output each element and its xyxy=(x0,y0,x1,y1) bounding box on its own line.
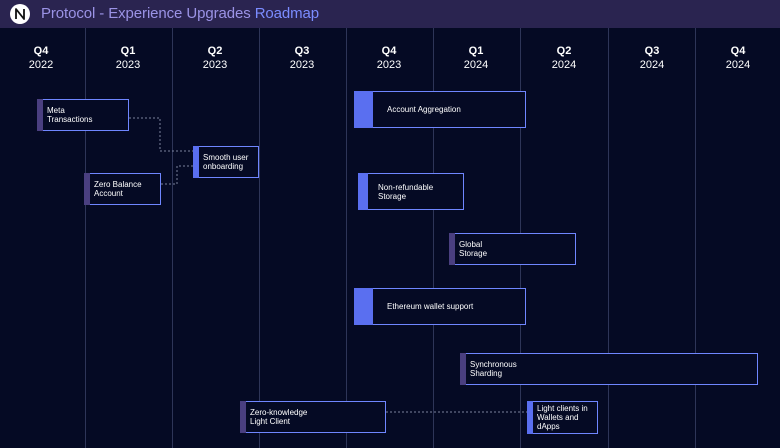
quarter-label: Q4 xyxy=(381,45,397,57)
item-accent-bar xyxy=(460,353,466,385)
item-label: Light clients in Wallets and dApps xyxy=(537,404,588,431)
roadmap-item-smooth-user-onboarding[interactable]: Smooth user onboarding xyxy=(193,146,259,178)
item-label: Account Aggregation xyxy=(387,105,461,114)
quarter-header: Q4 2023 xyxy=(346,44,432,72)
year-label: 2024 xyxy=(725,59,751,71)
quarter-label: Q4 xyxy=(730,45,746,57)
year-label: 2022 xyxy=(28,59,54,71)
page-title: Protocol - Experience Upgrades Roadmap xyxy=(41,5,319,22)
item-accent-bar xyxy=(84,173,90,205)
year-label: 2023 xyxy=(376,59,402,71)
quarter-label: Q1 xyxy=(120,45,136,57)
quarter-header: Q1 2023 xyxy=(85,44,171,72)
year-label: 2023 xyxy=(115,59,141,71)
column-divider xyxy=(346,28,347,448)
quarter-label: Q3 xyxy=(294,45,310,57)
roadmap-item-non-refundable-storage[interactable]: Non-refundable Storage xyxy=(358,173,464,210)
quarter-label: Q2 xyxy=(556,45,572,57)
column-divider xyxy=(172,28,173,448)
roadmap-item-account-aggregation[interactable]: Account Aggregation xyxy=(354,91,526,128)
year-label: 2023 xyxy=(289,59,315,71)
item-label: Smooth user onboarding xyxy=(203,153,249,171)
quarter-label: Q3 xyxy=(644,45,660,57)
title-bar: Protocol - Experience Upgrades Roadmap xyxy=(0,0,780,28)
item-label: Ethereum wallet support xyxy=(387,302,474,311)
item-accent-bar xyxy=(449,233,455,265)
roadmap-item-light-clients-wallets-dapps[interactable]: Light clients in Wallets and dApps xyxy=(527,401,598,434)
roadmap-item-meta-transactions[interactable]: Meta Transactions xyxy=(37,99,129,131)
roadmap-item-global-storage[interactable]: Global Storage xyxy=(449,233,576,265)
near-logo-icon xyxy=(10,4,30,24)
column-divider xyxy=(259,28,260,448)
item-label: Non-refundable Storage xyxy=(378,182,434,201)
item-accent-bar xyxy=(527,401,533,434)
item-accent-bar xyxy=(354,91,373,128)
item-label: Global Storage xyxy=(459,240,488,258)
roadmap-item-zero-knowledge-light-client[interactable]: Zero-knowledge Light Client xyxy=(240,401,386,433)
year-label: 2024 xyxy=(463,59,489,71)
item-accent-bar xyxy=(37,99,43,131)
quarter-header: Q4 2024 xyxy=(695,44,780,72)
quarter-header: Q4 2022 xyxy=(0,44,84,72)
year-label: 2024 xyxy=(551,59,577,71)
item-label: Synchronous Sharding xyxy=(470,360,517,378)
item-label: Zero-knowledge Light Client xyxy=(250,408,308,426)
year-label: 2023 xyxy=(202,59,228,71)
quarter-header: Q3 2023 xyxy=(259,44,345,72)
quarter-header: Q2 2023 xyxy=(172,44,258,72)
roadmap-item-ethereum-wallet-support[interactable]: Ethereum wallet support xyxy=(354,288,526,325)
connector-zero-balance-to-onboarding xyxy=(161,165,194,185)
roadmap-item-synchronous-sharding[interactable]: Synchronous Sharding xyxy=(460,353,758,385)
column-divider xyxy=(695,28,696,448)
column-divider xyxy=(433,28,434,448)
connector-meta-to-onboarding xyxy=(129,117,194,152)
column-divider xyxy=(608,28,609,448)
item-accent-bar xyxy=(193,146,199,178)
year-label: 2024 xyxy=(639,59,665,71)
item-label: Zero Balance Account xyxy=(94,180,142,198)
item-accent-bar xyxy=(240,401,246,433)
title-prefix: Protocol - Experience Upgrades xyxy=(41,5,255,22)
quarter-header: Q3 2024 xyxy=(609,44,695,72)
quarter-label: Q1 xyxy=(468,45,484,57)
item-label: Meta Transactions xyxy=(47,106,93,124)
roadmap-item-zero-balance-account[interactable]: Zero Balance Account xyxy=(84,173,161,205)
title-highlight: Roadmap xyxy=(254,5,320,22)
item-accent-bar xyxy=(354,288,373,325)
quarter-header: Q2 2024 xyxy=(521,44,607,72)
quarter-label: Q2 xyxy=(207,45,223,57)
quarter-label: Q4 xyxy=(33,45,49,57)
column-divider xyxy=(85,28,86,448)
quarter-header: Q1 2024 xyxy=(433,44,519,72)
item-accent-bar xyxy=(358,173,368,210)
